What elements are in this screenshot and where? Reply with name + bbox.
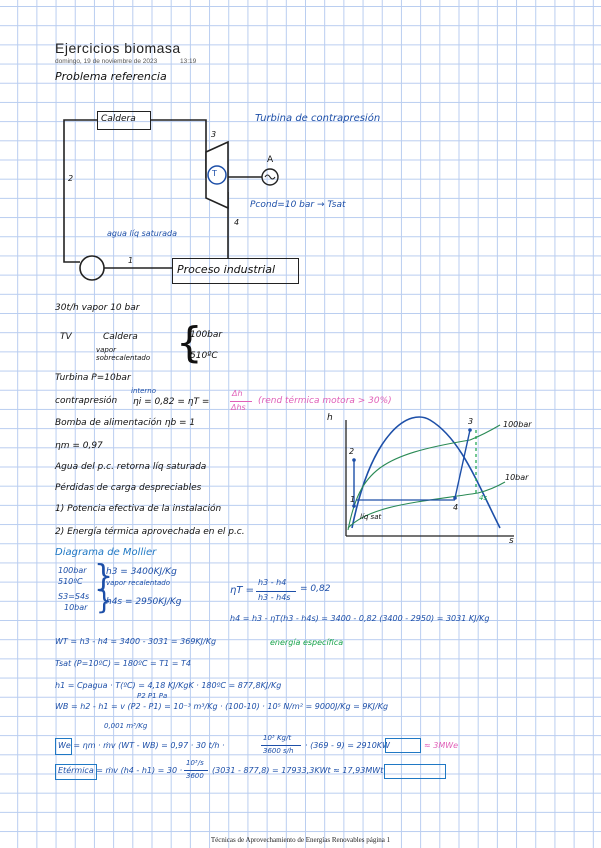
- note-bomba: Bomba de alimentación ηb = 1: [55, 418, 196, 428]
- note-frac-num: Δh: [232, 389, 243, 398]
- note-tv: TV: [60, 332, 72, 342]
- water-note: agua líq saturada: [107, 229, 178, 238]
- note-agua-pc: Agua del p.c. retorna líq saturada: [55, 462, 207, 472]
- ts-pt-4: 4: [453, 503, 459, 512]
- heading-problema: Problema referencia: [55, 70, 167, 83]
- brace-right-icon: }: [94, 559, 114, 594]
- brace-right-icon-2: }: [96, 586, 113, 616]
- frac-bar: [230, 401, 252, 402]
- we-result-box: [385, 738, 421, 753]
- turbine-title: Turbina de contrapresión: [255, 113, 381, 124]
- turbine-symbol: T: [212, 169, 217, 178]
- ts-pt-3: 3: [468, 417, 474, 426]
- note-sobrecalentado: sobrecalentado: [96, 354, 151, 362]
- generator-icon: [261, 168, 279, 186]
- page-time: 13:19: [180, 58, 197, 65]
- cond-pressure-note: Pcond=10 bar → Tsat: [250, 200, 346, 210]
- note-caldera: Caldera: [103, 332, 138, 342]
- calc-et-frac-num: 10³/s: [186, 759, 204, 767]
- note-eta-m: ηm = 0,97: [55, 441, 103, 451]
- ts-s-axis: s: [509, 536, 514, 546]
- note-q1: 1) Potencia efectiva de la instalación: [55, 504, 222, 514]
- ts-pt-2: 2: [349, 447, 355, 456]
- calc-wt: WT = h3 - h4 = 3400 - 3031 = 369KJ/Kg: [55, 637, 217, 646]
- ts-pt-1: 1: [350, 495, 356, 504]
- note-contrapresion: contrapresión: [55, 396, 118, 406]
- calc-h4: h4 = h3 - ηT(h3 - h4s) = 3400 - 0,82 (34…: [230, 614, 490, 623]
- calc-we-end: · (369 - 9) = 2910KW: [305, 741, 390, 750]
- turbine-icon: [205, 140, 229, 210]
- page-title: Ejercicios biomasa: [55, 40, 181, 56]
- pump-icon: [79, 255, 105, 281]
- calc-etaT-val: = 0,82: [300, 584, 331, 594]
- note-rend-termica: (rend térmica motora > 30%): [258, 396, 392, 406]
- page-date: domingo, 19 de noviembre de 2023: [55, 58, 158, 65]
- calc-we: We = ηm · ṁv (WT - WB) = 0,97 · 30 t/h ·: [58, 741, 225, 750]
- note-q2: 2) Energía térmica aprovechada en el p.c…: [55, 527, 245, 537]
- ts-iso-10: 10bar: [505, 473, 529, 482]
- calc-wb-sup: P2 P1 Pa: [137, 692, 168, 700]
- calc-et-frac-den: 3600: [186, 772, 204, 780]
- calc-c1a: 100bar: [58, 566, 87, 575]
- calc-h1: h1 = Cpagua · T(ºC) = 4,18 KJ/KgK · 180º…: [55, 681, 282, 690]
- calc-mollier: Diagrama de Mollier: [55, 547, 157, 558]
- calc-et-end: (3031 - 877,8) = 17933,3KWt ≈ 17,93MWt: [212, 766, 384, 775]
- calc-etaT-den: h3 - h4s: [258, 593, 291, 602]
- calc-wb: WB = h2 - h1 = v (P2 - P1) = 10⁻³ m³/Kg …: [55, 702, 389, 711]
- etaT-bar: [256, 591, 296, 592]
- ts-liq-sat: líq sat: [360, 513, 382, 521]
- calc-c1b: 510ºC: [58, 577, 83, 586]
- page-footer: Técnicas de Aprovechamiento de Energías …: [210, 836, 391, 844]
- calc-wt-note: energía específica: [270, 638, 344, 647]
- calc-we-frac-num: 10³ Kg/t: [263, 734, 292, 742]
- brace-icon: {: [176, 318, 203, 367]
- note-perdidas: Pérdidas de carga despreciables: [55, 483, 202, 493]
- process-label: Proceso industrial: [177, 263, 276, 276]
- calc-h4s: h4s = 2950KJ/Kg: [106, 597, 182, 607]
- note-turbina: Turbina P=10bar: [55, 373, 131, 383]
- generator-label: A: [267, 155, 274, 165]
- point-1: 1: [128, 256, 134, 265]
- et-frac-bar: [184, 770, 208, 771]
- point-4: 4: [234, 218, 240, 227]
- calc-v-note: 0,001 m³/Kg: [104, 722, 148, 730]
- calc-we-mw: ≈ 3MWe: [424, 741, 459, 750]
- note-p100: 100bar: [190, 330, 223, 340]
- note-eta-i: ηi = 0,82 = ηT =: [133, 397, 210, 407]
- ts-pt-4s: 4s: [479, 494, 488, 502]
- point-2: 2: [68, 174, 74, 183]
- we-box: [55, 738, 72, 755]
- calc-c2b: 10bar: [64, 603, 88, 612]
- process-box: [172, 258, 299, 284]
- note-line1: 30t/h vapor 10 bar: [55, 303, 140, 313]
- calc-etaT: ηT =: [230, 585, 255, 596]
- note-t510: 510ºC: [190, 351, 218, 361]
- we-frac-bar: [261, 745, 301, 746]
- calc-vapor-recal: vapor recalentado: [106, 579, 171, 587]
- calc-et: Etérmica = ṁv (h4 - h1) = 30 ·: [58, 766, 183, 775]
- note-frac-den: Δhs: [231, 403, 246, 412]
- note-interno: interno: [131, 387, 157, 395]
- calc-we-frac-den: 3600 s/h: [263, 747, 294, 755]
- calc-h3: h3 = 3400KJ/Kg: [106, 567, 177, 577]
- ts-iso-100: 100bar: [503, 420, 532, 429]
- calc-c2a: S3=S4s: [58, 592, 90, 601]
- point-3: 3: [211, 130, 217, 139]
- et-result-box: [384, 764, 446, 779]
- ts-h-axis: h: [327, 413, 333, 423]
- calc-etaT-num: h3 - h4: [258, 578, 287, 587]
- calc-tsat: Tsat (P=10ºC) = 180ºC = T1 = T4: [55, 659, 191, 668]
- et-box: [55, 764, 97, 780]
- boiler-label: Caldera: [101, 114, 136, 124]
- note-vapor: vapor: [96, 346, 117, 354]
- boiler-box: [97, 111, 151, 130]
